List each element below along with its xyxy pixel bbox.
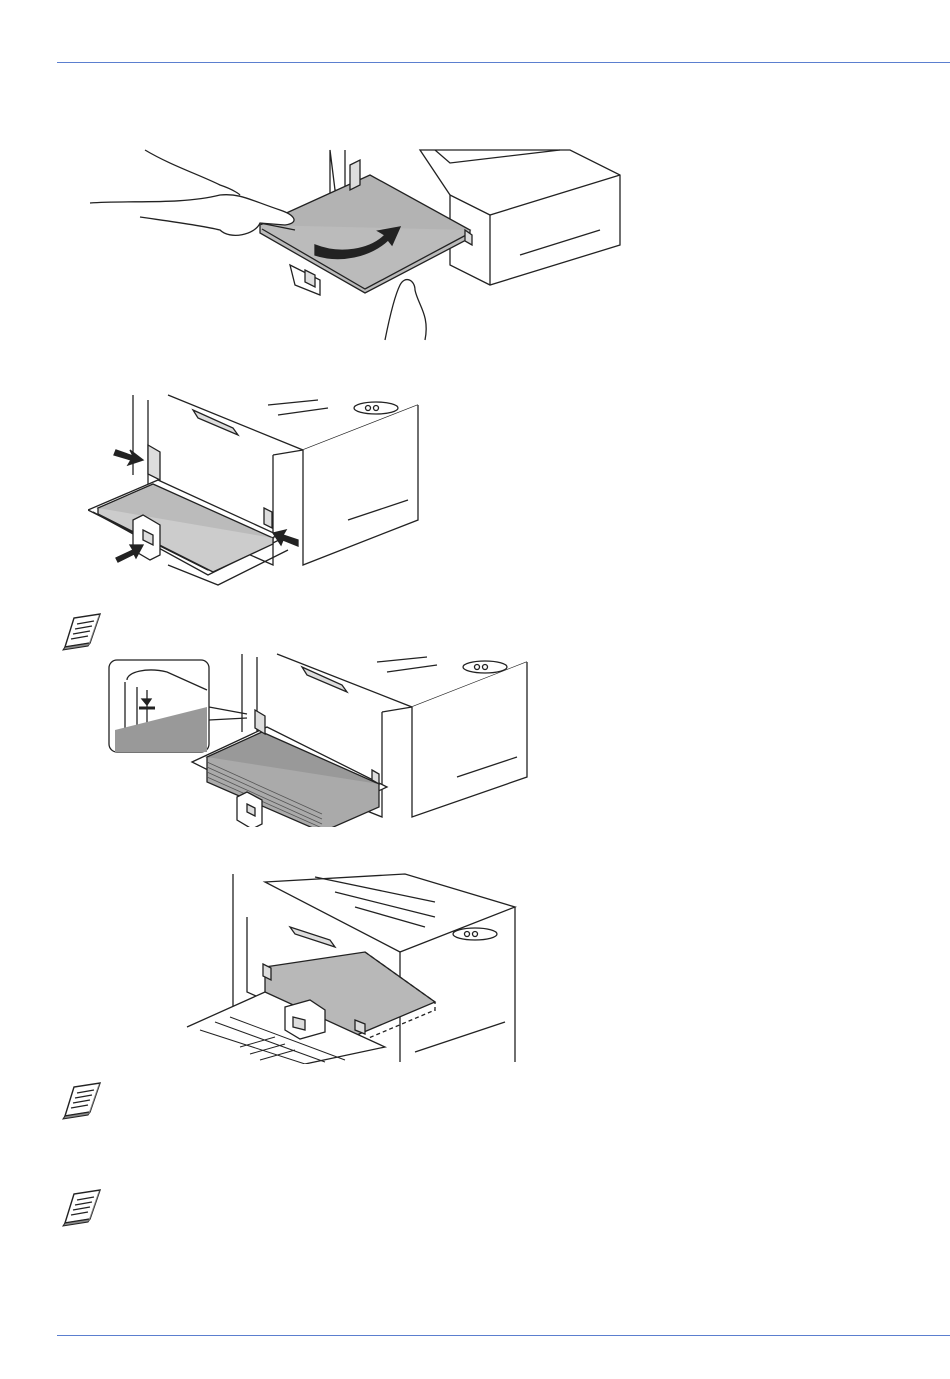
header-rule — [57, 62, 950, 63]
figure-paper-level-limit — [107, 652, 532, 827]
note-icon — [60, 1081, 104, 1121]
figure-load-paper-stack — [80, 145, 625, 345]
footer-rule — [57, 1335, 950, 1336]
figure-adjust-paper-guides — [88, 390, 428, 590]
note-icon — [60, 612, 104, 652]
note-icon — [60, 1188, 104, 1228]
figure-extended-cassette — [185, 872, 525, 1064]
